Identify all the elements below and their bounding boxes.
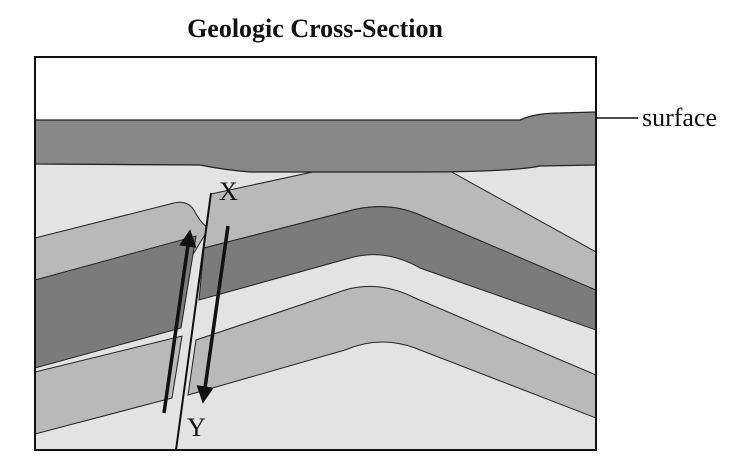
point-x-label: X bbox=[219, 177, 238, 206]
right-light-layer-2 bbox=[187, 285, 596, 419]
sky-region bbox=[35, 57, 596, 120]
rock-layers bbox=[35, 57, 596, 450]
down-arrow bbox=[196, 225, 230, 404]
point-y-label: Y bbox=[187, 413, 206, 442]
diagram-frame bbox=[34, 56, 597, 451]
up-arrow bbox=[162, 229, 197, 414]
diagram-title: Geologic Cross-Section bbox=[187, 14, 443, 43]
surface-label: surface bbox=[642, 103, 717, 132]
left-light-layer-2 bbox=[35, 335, 183, 435]
surface-layer bbox=[35, 111, 596, 173]
right-dark-layer bbox=[198, 206, 596, 331]
left-dark-layer bbox=[35, 235, 197, 369]
fault-line bbox=[175, 192, 212, 451]
